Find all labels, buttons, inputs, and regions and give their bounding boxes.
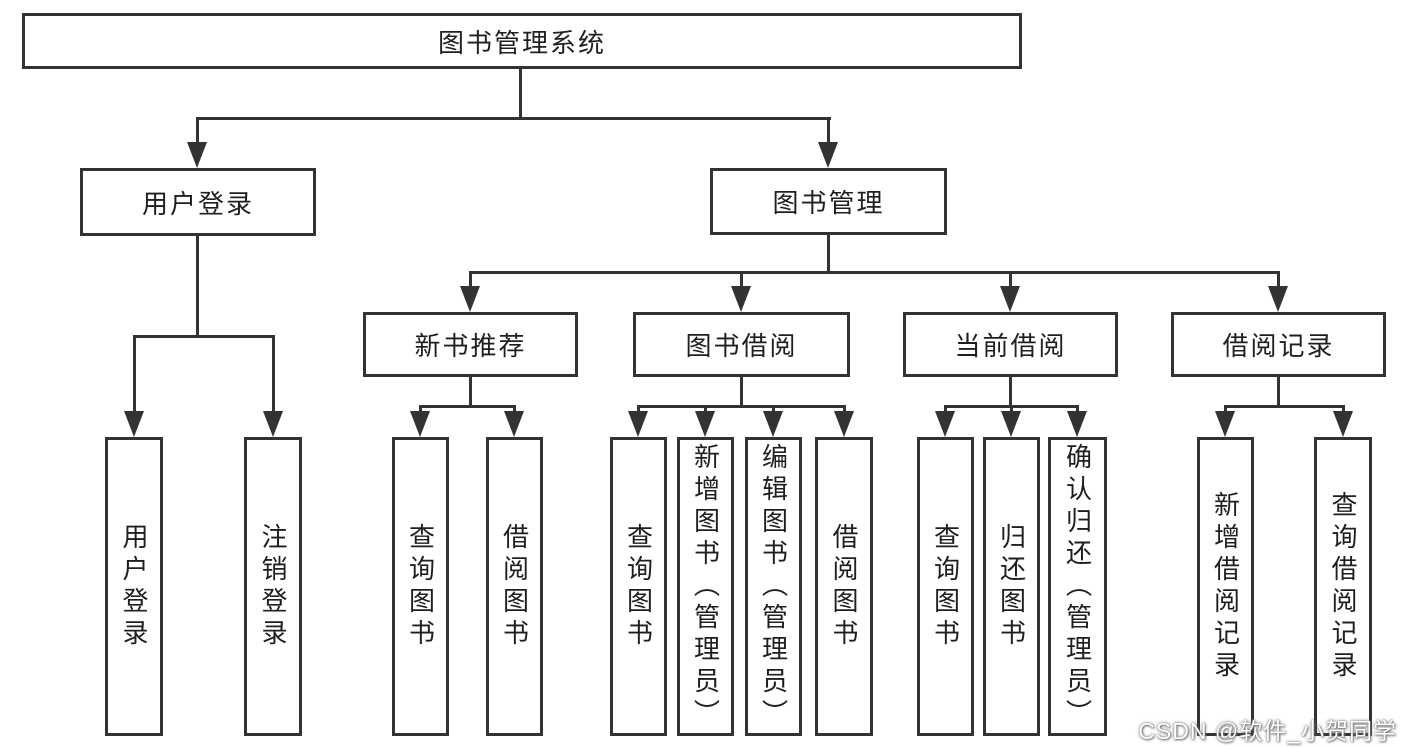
node-label: 借阅图书 bbox=[499, 522, 530, 651]
connector-line bbox=[196, 236, 199, 337]
node-label: 图书借阅 bbox=[685, 331, 798, 361]
node-label: 确认归还（管理员） bbox=[1062, 442, 1093, 731]
connector-line bbox=[637, 405, 846, 408]
node-confirm-return-admin: 确认归还（管理员） bbox=[1048, 437, 1107, 736]
node-edit-book-admin: 编辑图书（管理员） bbox=[745, 437, 802, 736]
node-label: 新增借阅记录 bbox=[1210, 490, 1241, 683]
connector-line bbox=[740, 377, 743, 407]
arrow-down-icon bbox=[628, 411, 648, 437]
arrow-down-icon bbox=[834, 411, 854, 437]
arrow-down-icon bbox=[1001, 411, 1021, 437]
connector-line bbox=[196, 117, 199, 147]
connector-line bbox=[1224, 405, 1345, 408]
node-label: 图书管理 bbox=[772, 188, 885, 218]
arrow-down-icon bbox=[187, 142, 207, 168]
node-return-book: 归还图书 bbox=[983, 437, 1040, 736]
node-current-borrow: 当前借阅 bbox=[903, 312, 1118, 377]
arrow-down-icon bbox=[410, 411, 430, 437]
node-query-book-newbook: 查询图书 bbox=[392, 437, 449, 736]
node-user-login-leaf: 用户登录 bbox=[105, 437, 163, 736]
arrow-down-icon bbox=[818, 142, 838, 168]
node-label: 查询图书 bbox=[930, 522, 961, 651]
connector-line bbox=[519, 68, 522, 119]
connector-line bbox=[1009, 271, 1012, 291]
connector-line bbox=[133, 335, 275, 338]
node-label: 新增图书（管理员） bbox=[690, 442, 721, 731]
node-logout-leaf: 注销登录 bbox=[244, 437, 302, 736]
node-borrow-book-leaf: 借阅图书 bbox=[815, 437, 873, 736]
arrow-down-icon bbox=[1067, 411, 1087, 437]
arrow-down-icon bbox=[1215, 411, 1235, 437]
node-label: 借阅记录 bbox=[1222, 331, 1335, 361]
connector-line bbox=[469, 271, 472, 291]
arrow-down-icon bbox=[124, 411, 144, 437]
node-borrow-record: 借阅记录 bbox=[1171, 312, 1386, 377]
node-book-borrow: 图书借阅 bbox=[633, 312, 850, 377]
connector-line bbox=[827, 235, 830, 273]
node-label: 归还图书 bbox=[996, 522, 1027, 651]
connector-line bbox=[1277, 377, 1280, 407]
connector-line bbox=[196, 117, 831, 120]
csdn-watermark: CSDN @软件_小贺同学 bbox=[1138, 718, 1397, 744]
arrow-down-icon bbox=[1000, 286, 1020, 312]
node-label: 编辑图书（管理员） bbox=[758, 442, 789, 731]
node-library-system: 图书管理系统 bbox=[22, 13, 1022, 69]
connector-line bbox=[740, 271, 743, 291]
node-label: 注销登录 bbox=[258, 522, 288, 651]
connector-line bbox=[469, 271, 1280, 274]
connector-line bbox=[419, 405, 516, 408]
node-add-book-admin: 新增图书（管理员） bbox=[677, 437, 734, 736]
arrow-down-icon bbox=[763, 411, 783, 437]
node-label: 查询图书 bbox=[405, 522, 436, 651]
arrow-down-icon bbox=[731, 286, 751, 312]
connector-line bbox=[469, 377, 472, 407]
node-query-borrow-record: 查询借阅记录 bbox=[1314, 437, 1372, 736]
arrow-down-icon bbox=[1333, 411, 1353, 437]
arrow-down-icon bbox=[263, 411, 283, 437]
node-user-login: 用户登录 bbox=[80, 168, 316, 236]
node-label: 新书推荐 bbox=[414, 331, 527, 361]
connector-line bbox=[827, 117, 830, 147]
node-label: 图书管理系统 bbox=[437, 27, 606, 58]
node-book-management: 图书管理 bbox=[710, 168, 947, 235]
connector-line bbox=[272, 335, 275, 417]
node-label: 用户登录 bbox=[141, 188, 254, 219]
node-query-book-borrow: 查询图书 bbox=[610, 437, 667, 736]
connector-line bbox=[1009, 377, 1012, 407]
arrow-down-icon bbox=[460, 286, 480, 312]
arrow-down-icon bbox=[695, 411, 715, 437]
node-label: 借阅图书 bbox=[829, 522, 859, 651]
connector-line bbox=[133, 335, 136, 417]
node-label: 查询借阅记录 bbox=[1328, 490, 1358, 683]
arrow-down-icon bbox=[935, 411, 955, 437]
node-query-book-current: 查询图书 bbox=[917, 437, 974, 736]
node-add-borrow-record: 新增借阅记录 bbox=[1197, 437, 1254, 736]
node-new-book-recommend: 新书推荐 bbox=[363, 312, 578, 377]
arrow-down-icon bbox=[1268, 286, 1288, 312]
node-label: 用户登录 bbox=[119, 522, 149, 651]
node-label: 查询图书 bbox=[623, 522, 654, 651]
connector-line bbox=[1277, 271, 1280, 291]
arrow-down-icon bbox=[504, 411, 524, 437]
node-borrow-book-newbook: 借阅图书 bbox=[486, 437, 543, 736]
node-label: 当前借阅 bbox=[954, 331, 1067, 361]
